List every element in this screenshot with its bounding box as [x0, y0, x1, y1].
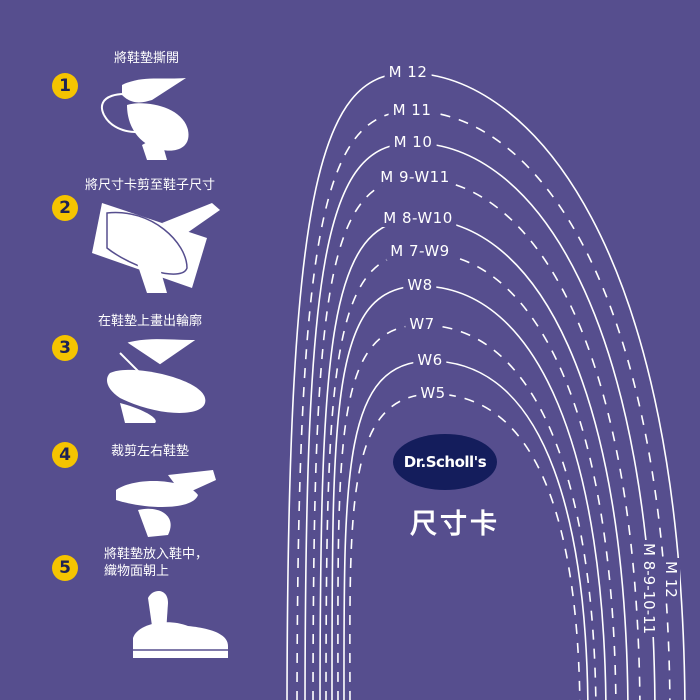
trace-insole-illustration [107, 339, 206, 423]
size-label: M 12 [384, 63, 432, 81]
size-outline-7 [337, 324, 597, 700]
size-label: M 9-W11 [376, 168, 454, 186]
cut-card-illustration [92, 203, 220, 293]
peel-insole-illustration [101, 78, 189, 160]
side-label-m8-11: M 8-9-10-11 [640, 540, 658, 638]
size-label: W7 [405, 315, 439, 333]
size-outline-5 [325, 251, 617, 700]
step-2-badge: 2 [52, 195, 78, 221]
size-label: M 10 [389, 133, 437, 151]
size-label: M 11 [388, 101, 436, 119]
brand-logo: Dr.Scholl's [393, 434, 497, 490]
size-outline-0 [286, 72, 686, 700]
side-label-m12: M 12 [662, 558, 680, 601]
size-label: M 7-W9 [386, 242, 454, 260]
size-outline-6 [331, 285, 607, 700]
size-label: W8 [403, 276, 437, 294]
step-4-badge: 4 [52, 442, 78, 468]
step-2-label: 將尺寸卡剪至鞋子尺寸 [85, 178, 216, 193]
step-5-label: 將鞋墊放入鞋中， 織物面朝上 [104, 547, 209, 579]
step-3-badge: 3 [52, 335, 78, 361]
step-3-label: 在鞋墊上畫出輪廓 [98, 314, 203, 329]
step-1-label: 將鞋墊撕開 [114, 51, 180, 66]
size-label: W5 [416, 384, 450, 402]
card-title: 尺寸卡 [410, 509, 500, 540]
size-label: W6 [413, 351, 447, 369]
step-5-badge: 5 [52, 555, 78, 581]
step-1-badge: 1 [52, 73, 78, 99]
step-4-label: 裁剪左右鞋墊 [111, 444, 190, 459]
slip-on-shoe-illustration [133, 591, 228, 658]
size-outline-3 [312, 177, 641, 700]
size-label: M 8-W10 [379, 209, 457, 227]
cut-insoles-illustration [116, 470, 216, 537]
